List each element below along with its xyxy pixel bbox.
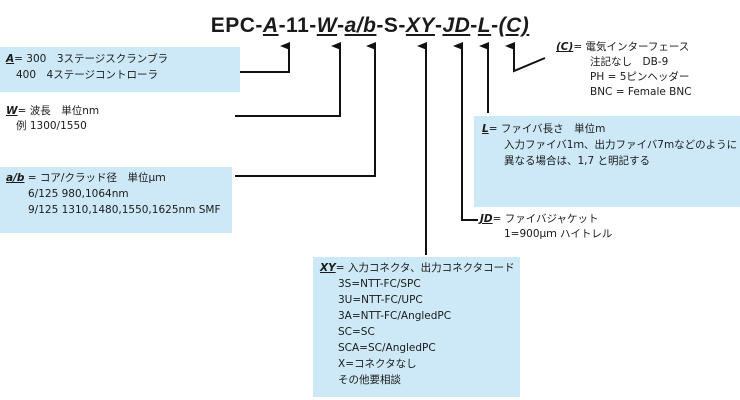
- model-code-title: EPC-A-11-W-a/b-S-XY-JD-L-(C): [0, 14, 740, 38]
- box-xy: XY= 入力コネクタ、出力コネクタコード 3S=NTT-FC/SPC 3U=NT…: [313, 257, 520, 397]
- code-prefix: EPC-: [210, 14, 263, 37]
- xy-item: 3A=NTT-FC/AngledPC: [338, 310, 452, 322]
- c-line-4: BNC = Female BNC: [590, 86, 692, 98]
- key-a: A: [6, 53, 15, 65]
- code-ab: a/b: [344, 14, 377, 37]
- code-xy: XY: [405, 14, 435, 37]
- box-a: A= 300 3ステージスクランブラ 400 4ステージコントローラ: [0, 47, 240, 92]
- xy-item: その他要相談: [338, 374, 401, 386]
- w-line-1: = 波長 単位nm: [17, 105, 100, 117]
- c-line-2: 注記なし DB-9: [590, 56, 669, 68]
- xy-line-1: = 入力コネクタ、出力コネクタコード: [335, 262, 515, 274]
- box-ab: a/b = コア/クラッド径 単位μｍ 6/125 980,1064nm 9/1…: [0, 167, 232, 233]
- arrow-ab: [235, 42, 376, 177]
- c-line-3: PH = 5ピンヘッダー: [590, 71, 690, 83]
- w-line-2: 例 1300/1550: [16, 120, 87, 132]
- arrow-jd: [453, 42, 478, 221]
- c-line-1: = 電気インターフェース: [573, 41, 690, 53]
- a-line-1: = 300 3ステージスクランブラ: [14, 53, 168, 65]
- code-sep-5: -: [470, 14, 478, 37]
- l-line-2: 入力ファイバ1ｍ、出力ファイバ7mなどのように: [504, 139, 738, 151]
- arrow-a: [240, 42, 290, 73]
- ab-line-3: 9/125 1310,1480,1550,1625nm SMF: [28, 204, 221, 216]
- l-line-1: = ファイバ長さ 単位m: [488, 123, 606, 135]
- key-l: L: [482, 123, 489, 135]
- xy-item: 3S=NTT-FC/SPC: [338, 278, 421, 290]
- key-w: W: [6, 105, 18, 117]
- code-l: L: [477, 14, 492, 37]
- code-sep-6: -: [491, 14, 499, 37]
- code-sep-3: -S-: [376, 14, 406, 37]
- l-line-3: 異なる場合は、1,7 と明記する: [504, 155, 651, 167]
- block-c: (C)= 電気インターフェース 注記なし DB-9 PH = 5ピンヘッダー B…: [556, 40, 692, 100]
- arrow-c: [505, 42, 546, 73]
- code-sep-4: -: [434, 14, 443, 37]
- xy-item: SC=SC: [338, 326, 375, 338]
- a-line-2: 400 4ステージコントローラ: [16, 69, 159, 81]
- key-c: (C): [556, 41, 574, 53]
- key-ab: a/b: [6, 172, 25, 184]
- key-xy: XY: [320, 262, 336, 274]
- ab-line-1: = コア/クラッド径 単位μｍ: [24, 172, 166, 184]
- code-jd: JD: [442, 14, 471, 37]
- box-l: L= ファイバ長さ 単位m 入力ファイバ1ｍ、出力ファイバ7mなどのように 異な…: [474, 116, 740, 207]
- key-jd: JD: [480, 213, 493, 225]
- code-sep-1: -11-: [278, 14, 317, 37]
- xy-item: SCA=SC/AngledPC: [338, 342, 436, 354]
- block-jd: JD= ファイバジャケット 1=900μｍ ハイトレル: [480, 212, 612, 242]
- arrow-w: [235, 42, 341, 117]
- jd-line-1: = ファイバジャケット: [492, 213, 599, 225]
- code-w: W: [316, 14, 338, 37]
- xy-item: X=コネクタなし: [338, 358, 417, 370]
- code-sep-2: -: [337, 14, 345, 37]
- code-a: A: [262, 14, 279, 37]
- jd-line-2: 1=900μｍ ハイトレル: [504, 228, 613, 240]
- code-c: (C): [498, 14, 530, 37]
- block-w: W= 波長 単位nm 例 1300/1550: [6, 104, 99, 134]
- xy-item: 3U=NTT-FC/UPC: [338, 294, 423, 306]
- ab-line-2: 6/125 980,1064nm: [28, 188, 129, 200]
